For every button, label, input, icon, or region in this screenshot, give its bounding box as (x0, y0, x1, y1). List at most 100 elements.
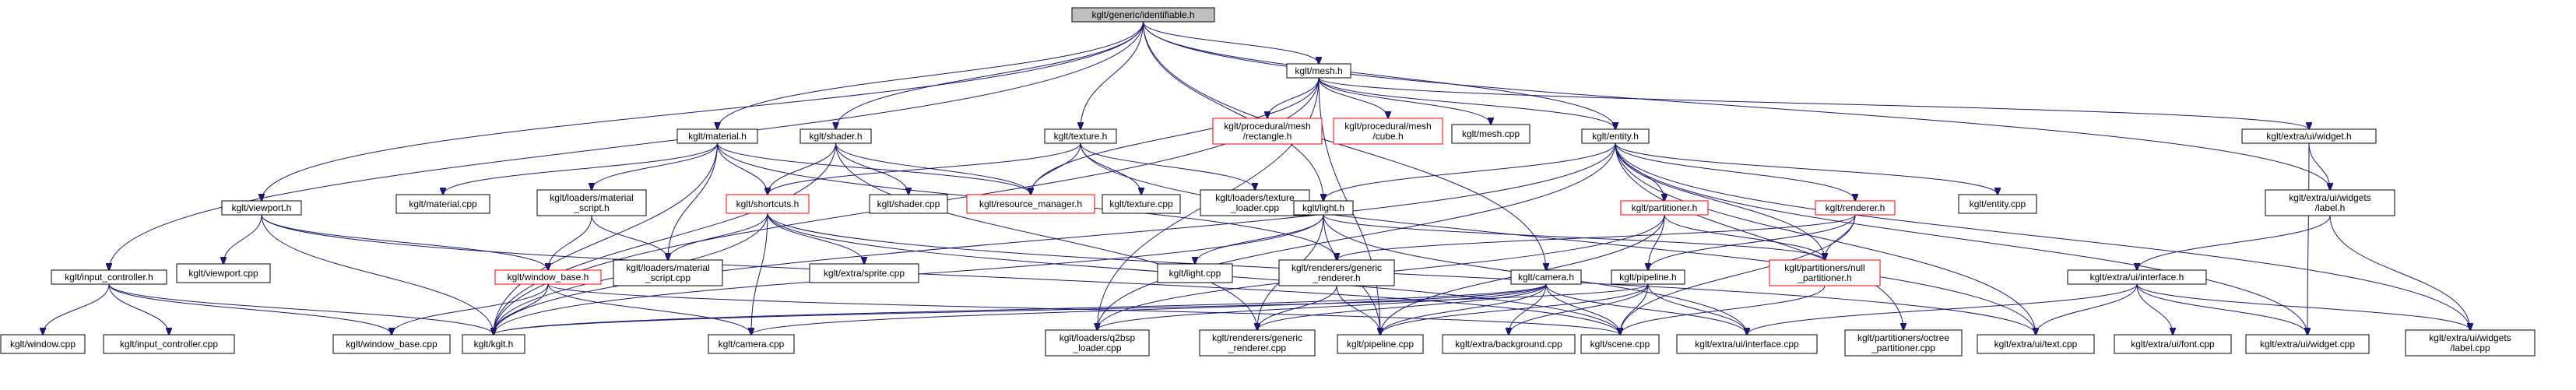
node-box (2405, 329, 2536, 357)
node-q2bsp_cpp[interactable]: kglt/loaders/q2bsp_loader.cpp (1045, 329, 1150, 357)
node-label: kglt/extra/ui/interface.h (2090, 272, 2184, 283)
node-viewport_h[interactable]: kglt/viewport.h (221, 200, 302, 216)
node-label: kglt/scene.cpp (1590, 339, 1650, 350)
edge-renderer_h-to-scene_cpp (1620, 214, 1856, 335)
node-box (1769, 259, 1881, 286)
node-mesh_cpp[interactable]: kglt/mesh.cpp (1451, 124, 1530, 144)
node-sprite_cpp[interactable]: kglt/extra/sprite.cpp (809, 263, 919, 283)
node-widget_cpp[interactable]: kglt/extra/ui/widget.cpp (2245, 334, 2370, 354)
edge-material_h-to-resource_mgr (717, 142, 1031, 195)
node-label: kglt/loaders/q2bsp (1060, 332, 1136, 343)
node-label_h[interactable]: kglt/extra/ui/widgets/label.h (2265, 189, 2395, 216)
node-label_cpp[interactable]: kglt/extra/ui/widgets/label.cpp (2405, 329, 2536, 357)
node-box (1071, 7, 1215, 23)
edge-identifiable-to-material_h (718, 21, 1144, 129)
node-label: kglt/extra/ui/interface.cpp (1695, 339, 1799, 350)
node-label: kglt/light.h (1302, 202, 1344, 213)
edge-pipeline_h-to-scene_cpp (1620, 283, 1649, 335)
node-interface_h[interactable]: kglt/extra/ui/interface.h (2067, 269, 2207, 285)
node-shader_cpp[interactable]: kglt/shader.cpp (869, 194, 948, 214)
node-font_cpp[interactable]: kglt/extra/ui/font.cpp (2114, 334, 2232, 354)
node-box (1045, 329, 1150, 357)
node-label: kglt/material.h (688, 131, 747, 142)
node-box (1510, 269, 1582, 285)
node-mat_script_h[interactable]: kglt/loaders/material_script.h (536, 189, 647, 216)
node-window_cpp[interactable]: kglt/window.cpp (0, 334, 86, 354)
edge-identifiable-to-camera_h (1143, 21, 1547, 270)
node-entity_h[interactable]: kglt/entity.h (1581, 128, 1650, 144)
node-scene_cpp[interactable]: kglt/scene.cpp (1580, 334, 1660, 354)
node-texture_cpp[interactable]: kglt/texture.cpp (1102, 194, 1181, 214)
node-camera_cpp[interactable]: kglt/camera.cpp (708, 334, 795, 354)
edge-identifiable-to-input_ctrl_h (109, 21, 1144, 270)
node-identifiable: kglt/generic/identifiable.h (1071, 7, 1215, 23)
node-window_base_h[interactable]: kglt/window_base.h (494, 269, 602, 285)
node-partitioner_h[interactable]: kglt/partitioner.h (1620, 200, 1709, 216)
node-window_base_cpp[interactable]: kglt/window_base.cpp (332, 334, 451, 354)
edge-camera_h-to-camera_cpp (751, 283, 1547, 335)
node-text_cpp[interactable]: kglt/extra/ui/text.cpp (1977, 334, 2095, 354)
node-resource_mgr[interactable]: kglt/resource_manager.h (966, 194, 1095, 214)
node-label: kglt/loaders/texture (1215, 192, 1295, 203)
edge-viewport_h-to-kglt_h (261, 214, 494, 335)
node-viewport_cpp[interactable]: kglt/viewport.cpp (176, 263, 271, 283)
edge-interface_h-to-label_cpp (2136, 283, 2470, 330)
node-material_h[interactable]: kglt/material.h (677, 128, 758, 144)
edge-identifiable-to-texture_h (1081, 21, 1144, 129)
node-label: kglt/loaders/material (550, 192, 633, 203)
edge-pipeline_h-to-interface_cpp (1647, 283, 1747, 335)
node-box (2067, 269, 2207, 285)
edge-shortcuts_h-to-mat_script_cpp (668, 213, 768, 260)
node-box (1044, 128, 1117, 144)
edge-viewport_h-to-viewport_cpp (223, 214, 262, 264)
node-pipeline_cpp[interactable]: kglt/pipeline.cpp (1337, 334, 1424, 354)
node-pipeline_h[interactable]: kglt/pipeline.h (1611, 269, 1685, 285)
node-proc_cube[interactable]: kglt/procedural/mesh/cube.h (1333, 118, 1443, 145)
node-input_ctrl_h[interactable]: kglt/input_controller.h (51, 269, 167, 285)
node-texture_h[interactable]: kglt/texture.h (1044, 128, 1117, 144)
node-label: kglt/extra/sprite.cpp (824, 268, 905, 279)
node-gen_renderer_h[interactable]: kglt/renderers/generic_renderer.h (1278, 259, 1395, 286)
node-label: /cube.h (1372, 131, 1403, 142)
node-proc_rect[interactable]: kglt/procedural/mesh/rectangle.h (1212, 118, 1323, 145)
node-null_part_h[interactable]: kglt/partitioners/null_partitioner.h (1769, 259, 1881, 286)
node-tex_loader[interactable]: kglt/loaders/texture_loader.cpp (1200, 189, 1310, 216)
node-material_cpp[interactable]: kglt/material.cpp (395, 194, 490, 214)
node-shader_h[interactable]: kglt/shader.h (800, 128, 872, 144)
edge-camera_h-to-interface_cpp (1545, 283, 1747, 335)
edge-window_base_h-to-window_base_cpp (392, 283, 549, 335)
node-box (1442, 334, 1576, 354)
node-label: kglt/camera.h (1518, 272, 1574, 283)
node-box (536, 189, 647, 216)
edge-texture_h-to-texture_cpp (1080, 142, 1141, 195)
edge-mat_script_h-to-window_base_h (548, 215, 592, 270)
node-input_ctrl_cpp[interactable]: kglt/input_controller.cpp (103, 334, 235, 354)
node-entity_cpp[interactable]: kglt/entity.cpp (1958, 194, 2037, 214)
node-renderer_h[interactable]: kglt/renderer.h (1815, 200, 1896, 216)
edge-camera_h-to-scene_cpp (1545, 283, 1620, 335)
node-box (2241, 128, 2377, 144)
node-box (708, 334, 795, 354)
node-light_cpp[interactable]: kglt/light.cpp (1157, 263, 1233, 283)
node-widget_h[interactable]: kglt/extra/ui/widget.h (2241, 128, 2377, 144)
node-mat_script_cpp[interactable]: kglt/loaders/material_script.cpp (613, 259, 723, 286)
node-shortcuts_h[interactable]: kglt/shortcuts.h (726, 194, 810, 214)
node-kglt_h[interactable]: kglt/kglt.h (462, 334, 525, 354)
node-label: _loader.cpp (1072, 343, 1121, 353)
node-octree_cpp[interactable]: kglt/partitioners/octree_partitioner.cpp (1844, 329, 1963, 357)
node-interface_cpp[interactable]: kglt/extra/ui/interface.cpp (1676, 334, 1818, 354)
node-mesh_h[interactable]: kglt/mesh.h (1286, 63, 1351, 79)
node-camera_h[interactable]: kglt/camera.h (1510, 269, 1582, 285)
edge-material_h-to-shortcuts_h (717, 142, 768, 195)
node-label: kglt/renderer.h (1826, 202, 1885, 213)
node-box (1102, 194, 1181, 214)
node-background_cpp[interactable]: kglt/extra/background.cpp (1442, 334, 1576, 354)
node-label: kglt/extra/ui/widgets (2429, 332, 2511, 343)
edge-shortcuts_h-to-camera_cpp (751, 213, 768, 335)
node-box (869, 194, 948, 214)
node-label: kglt/light.cpp (1169, 268, 1221, 279)
node-light_h[interactable]: kglt/light.h (1293, 200, 1354, 216)
node-gen_renderer_cpp[interactable]: kglt/renderers/generic_renderer.cpp (1199, 329, 1316, 357)
edge-input_ctrl_h-to-window_cpp (43, 283, 110, 335)
node-label: kglt/renderers/generic (1212, 332, 1302, 343)
